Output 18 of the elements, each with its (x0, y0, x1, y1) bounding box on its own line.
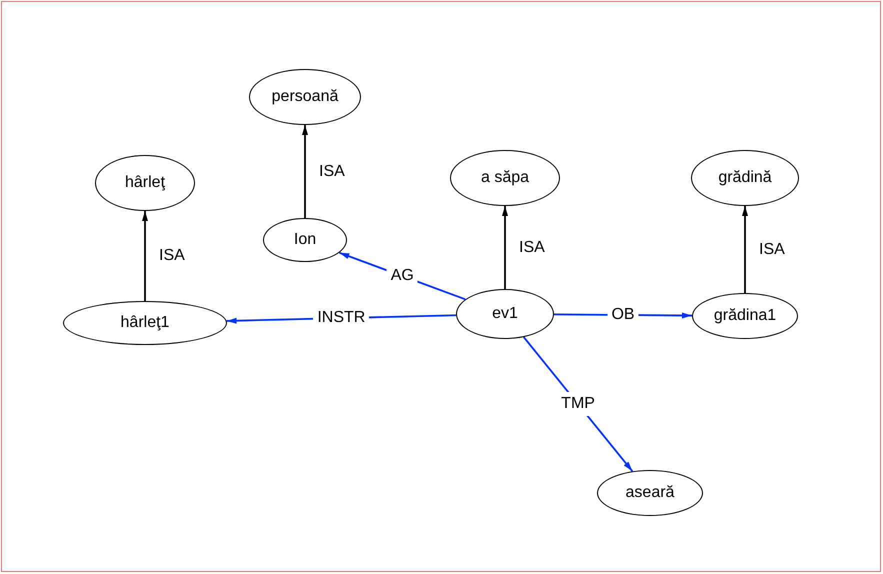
ellipse-node (263, 218, 347, 262)
arrow (742, 206, 748, 293)
node-label: persoană (272, 87, 338, 107)
arrow (142, 211, 148, 301)
node-label: hârleţ1 (120, 313, 170, 333)
node-label: Ion (294, 230, 316, 250)
node-label: a săpa (480, 168, 530, 188)
node-label: grădină (718, 168, 772, 188)
edge-label: ISA (758, 240, 786, 260)
node-label: ev1 (492, 304, 518, 324)
edge-label: ISA (318, 162, 346, 182)
edge-label: ISA (518, 238, 546, 258)
arrow (302, 125, 308, 218)
node-label: aseară (626, 483, 674, 503)
node-label: grădina1 (714, 306, 776, 326)
arrow (502, 206, 508, 289)
node-label: hârleţ (124, 173, 166, 193)
edge-label: ISA (158, 246, 186, 266)
